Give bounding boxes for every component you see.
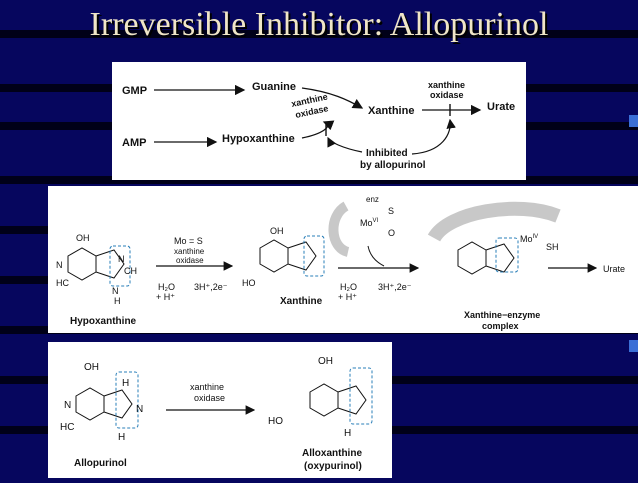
slide-title: Irreversible Inhibitor: Allopurinol: [89, 6, 549, 43]
alloxanthine-line2: (oxypurinol): [304, 461, 362, 472]
atom-n: N: [118, 254, 125, 264]
atom-n: N: [64, 400, 71, 411]
hplus-label: + H⁺: [338, 292, 357, 302]
xanthine-structure: [259, 235, 325, 277]
atom-h: H: [118, 432, 125, 443]
atom-n: N: [112, 286, 119, 296]
atom-ho: HO: [268, 416, 283, 427]
electrons-label: 3H⁺,2e⁻: [194, 282, 228, 292]
amp-label: AMP: [122, 137, 146, 149]
atom-n: N: [136, 404, 143, 415]
hypoxanthine-label: Hypoxanthine: [70, 316, 137, 327]
mo-vi-label: MoVI: [360, 218, 379, 228]
edge-marker: [629, 115, 638, 127]
atom-oh: OH: [76, 233, 90, 243]
water-label: H₂O: [340, 282, 357, 292]
xanthine-label: Xanthine: [280, 296, 323, 307]
electrons-label: 3H⁺,2e⁻: [378, 282, 412, 292]
enzyme-join-arrow: [367, 245, 385, 267]
mechanism-diagram: OH N HC N CH N H Hypoxanthine Mo = S xan…: [56, 195, 625, 331]
urate-label: Urate: [487, 101, 515, 113]
arrow-line2: oxidase: [194, 393, 225, 403]
alloxanthine-structure: [309, 367, 373, 425]
atom-hc: HC: [56, 278, 69, 288]
edge-marker: [629, 340, 638, 352]
complex-structure: [457, 237, 519, 275]
enzyme-shape: [328, 201, 350, 257]
allopurinol-label: Allopurinol: [74, 458, 127, 469]
atom-h: H: [122, 378, 129, 389]
atom-ho: HO: [242, 278, 256, 288]
inhibition-arrow-left: [327, 136, 363, 153]
arrow-line1: xanthine: [190, 382, 224, 392]
xo-right-line2: oxidase: [430, 90, 464, 100]
atom-o: O: [388, 228, 395, 238]
mo-iv-label: MoIV: [520, 234, 538, 244]
bg-stripe: [0, 30, 638, 38]
sh-label: SH: [546, 242, 559, 252]
inhibited-line2: by allopurinol: [360, 160, 426, 171]
hplus-label: + H⁺: [156, 292, 175, 302]
atom-h: H: [344, 428, 351, 439]
inhibited-line1: Inhibited: [366, 148, 408, 159]
xo-right-line1: xanthine: [428, 80, 465, 90]
urate-label: Urate: [603, 264, 625, 274]
atom-s: S: [388, 206, 394, 216]
xanthine-oxidase-line1: xanthine: [174, 247, 205, 256]
bg-stripe: [0, 176, 638, 184]
atom-oh: OH: [318, 356, 333, 367]
atom-oh: OH: [84, 362, 99, 373]
water-label: H₂O: [158, 282, 175, 292]
allopurinol-panel: OH N HC H N H Allopurinol xanthine oxida…: [48, 342, 392, 478]
atom-oh: OH: [270, 226, 284, 236]
allopurinol-structure: [75, 371, 139, 429]
guanine-label: Guanine: [252, 81, 296, 93]
allopurinol-diagram: OH N HC H N H Allopurinol xanthine oxida…: [60, 356, 373, 472]
atom-n: N: [56, 260, 63, 270]
complex-line2: complex: [482, 321, 519, 331]
atom-ch: CH: [124, 266, 137, 276]
mo-s-label: Mo = S: [174, 236, 203, 246]
pathway-diagram: GMP AMP Guanine Hypoxanthine Xanthine Ur…: [122, 80, 515, 171]
atom-h: H: [114, 296, 121, 306]
enz-label: enz: [366, 195, 379, 204]
gmp-label: GMP: [122, 85, 147, 97]
hypoxanthine-structure: [67, 245, 131, 287]
atom-hc: HC: [60, 422, 74, 433]
hypoxanthine-label: Hypoxanthine: [222, 133, 295, 145]
inhibition-arrow-right: [411, 118, 456, 155]
guanine-arrow: [301, 87, 364, 109]
pathway-panel: GMP AMP Guanine Hypoxanthine Xanthine Ur…: [112, 62, 526, 180]
mechanism-panel: OH N HC N CH N H Hypoxanthine Mo = S xan…: [48, 186, 638, 333]
enzyme-shape: [427, 201, 561, 243]
xanthine-oxidase-line2: oxidase: [176, 256, 204, 265]
alloxanthine-line1: Alloxanthine: [302, 448, 362, 459]
hypoxanthine-arrow: [301, 120, 335, 139]
complex-line1: Xanthine−enzyme: [464, 310, 540, 320]
xanthine-label: Xanthine: [368, 105, 414, 117]
